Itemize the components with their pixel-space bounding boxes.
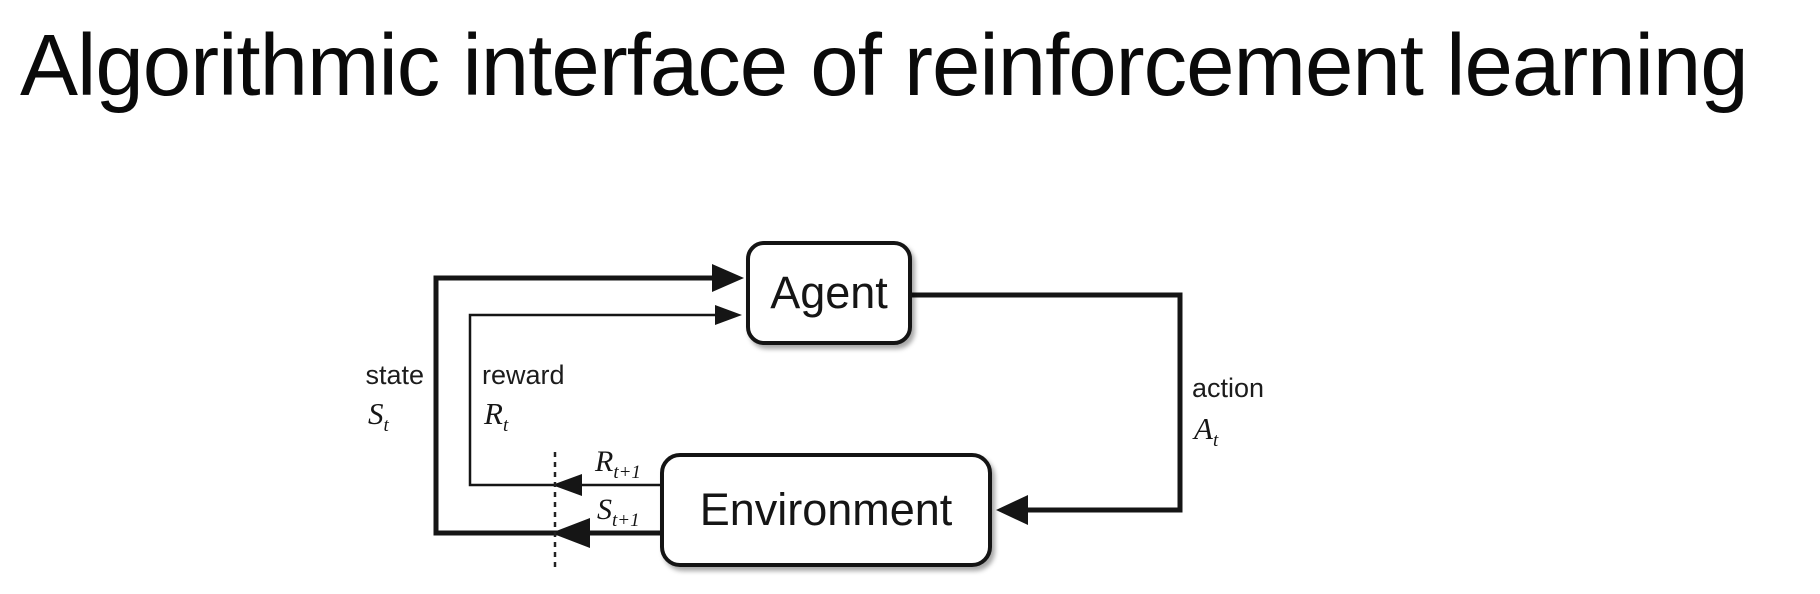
agent-node: Agent xyxy=(746,241,912,345)
environment-node: Environment xyxy=(660,453,992,567)
next-reward-arrowhead-icon xyxy=(552,474,582,496)
state-symbol: St xyxy=(368,398,389,435)
reward-label: reward xyxy=(482,360,565,390)
reward-symbol: Rt xyxy=(484,398,508,435)
action-symbol-subscript: t xyxy=(1212,430,1219,451)
reward-arrowhead-into-agent-icon xyxy=(715,305,742,325)
next-reward-symbol: Rt+1 xyxy=(595,445,641,483)
action-loop-line xyxy=(912,292,1183,513)
next-state-symbol-base: S xyxy=(597,493,612,526)
state-arrowhead-into-agent-icon xyxy=(712,264,744,292)
next-reward-symbol-base: R xyxy=(595,445,614,478)
next-state-symbol-subscript: t+1 xyxy=(612,510,640,531)
environment-node-label: Environment xyxy=(699,484,953,535)
action-arrowhead-into-environment-icon xyxy=(996,495,1028,525)
state-symbol-subscript: t xyxy=(383,415,389,436)
reward-symbol-subscript: t xyxy=(502,415,509,436)
state-label: state xyxy=(365,360,424,390)
next-state-symbol: St+1 xyxy=(597,493,640,531)
state-loop-line xyxy=(433,275,720,536)
action-symbol-base: A xyxy=(1194,411,1213,446)
state-symbol-base: S xyxy=(368,396,384,431)
next-state-arrowhead-icon xyxy=(551,518,590,548)
reward-symbol-base: R xyxy=(484,396,503,431)
action-symbol: At xyxy=(1194,413,1218,450)
agent-node-label: Agent xyxy=(770,267,888,318)
next-reward-symbol-subscript: t+1 xyxy=(613,462,641,483)
slide-title: Algorithmic interface of reinforcement l… xyxy=(20,17,1749,114)
action-label: action xyxy=(1192,373,1265,403)
